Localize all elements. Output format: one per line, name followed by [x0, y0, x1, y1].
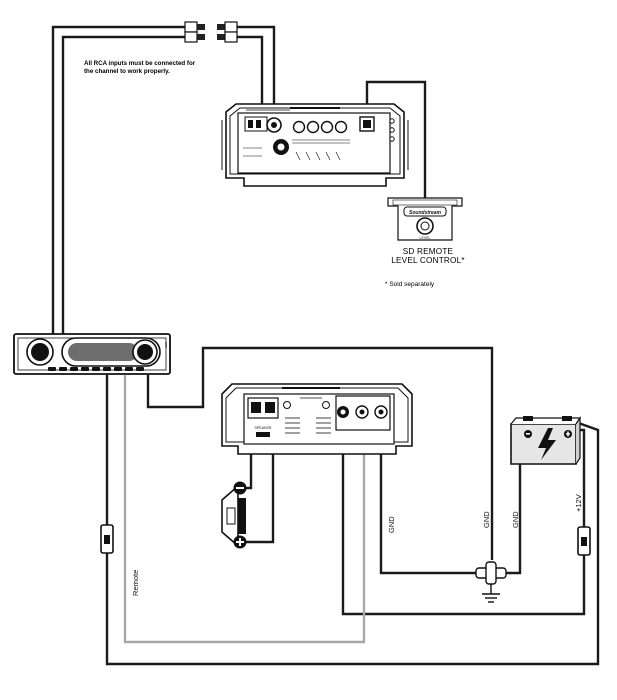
remote-level-title-line-1: SD REMOTE — [402, 247, 454, 256]
ground-symbol-icon — [475, 561, 507, 603]
rca-note-line-1: All RCA inputs must be connected for — [84, 60, 196, 67]
amplifier-top — [221, 103, 409, 187]
remote-level-knob-label: LEVEL — [420, 236, 431, 240]
fuse-holder-icon — [577, 526, 591, 556]
gnd-label-right: GND — [511, 511, 520, 528]
remote-level-brand: Soundstream — [409, 210, 442, 216]
rca-inputs-note: All RCA inputs must be connected for the… — [84, 60, 234, 75]
lightning-bolt-icon — [538, 428, 556, 460]
speaker-terminal-label: SPEAKER — [255, 426, 272, 430]
sold-separately-note: * Sold separately — [385, 281, 435, 288]
rca-connector-pair — [184, 21, 238, 43]
rca-note-line-2: the channel to work properly. — [84, 67, 170, 75]
fuse-holder-icon — [100, 524, 114, 554]
amplifier-bottom — [221, 383, 413, 455]
remote-level-control-title: SD REMOTE LEVEL CONTROL* — [368, 247, 488, 265]
gnd-label-left: GND — [387, 516, 396, 533]
rca-wires — [51, 25, 427, 335]
remote-level-title-line-2: LEVEL CONTROL* — [391, 256, 465, 265]
remote-level-control — [387, 197, 463, 241]
plus12v-label: +12V — [574, 494, 583, 512]
remote-wire-label: Remote — [131, 570, 140, 596]
head-unit — [13, 333, 171, 375]
gnd-label-mid: GND — [482, 511, 491, 528]
battery — [510, 416, 582, 465]
remote-wire — [123, 375, 366, 644]
speaker — [221, 481, 247, 549]
